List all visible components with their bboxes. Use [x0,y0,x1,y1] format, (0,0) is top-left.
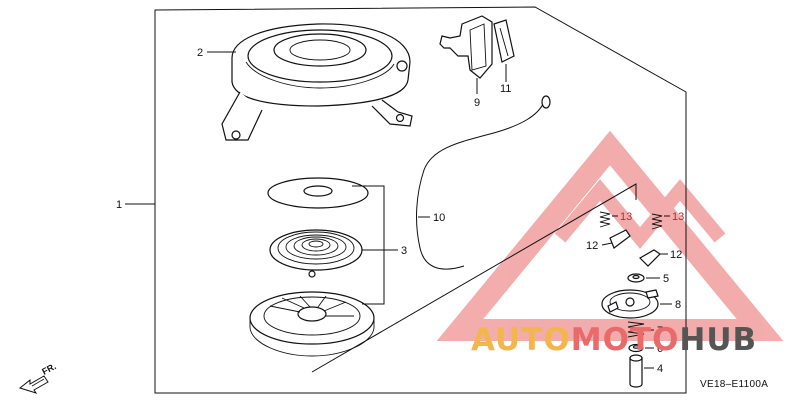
recoil-spring [269,229,363,278]
callout-5: 5 [663,273,669,285]
callout-8: 8 [675,299,681,311]
friction-washer [627,273,645,283]
bracket-3 [352,185,385,305]
callout-7: 7 [657,325,663,337]
callout-4: 4 [657,363,663,375]
callout-6: 6 [657,343,663,355]
friction-plate [601,289,659,319]
callout-12-left: 12 [586,240,598,252]
friction-spring [627,321,645,338]
watermark-text: AUTOMOTOHUB [471,322,757,358]
ratchet-left [609,229,631,249]
callout-11: 11 [500,83,511,95]
assembly-frame [154,6,687,394]
setting-bolt [629,354,643,388]
subassembly-guide [311,183,637,373]
callout-3: 3 [401,245,407,257]
starter-grip [439,15,493,79]
ratchet-spring-right [651,213,663,230]
front-arrow-icon [18,375,49,394]
grip-insert [493,19,515,63]
setting-washer [628,343,644,353]
ratchet-right [639,249,661,267]
starter-reel [249,291,375,357]
starter-rope [416,95,551,270]
callout-13-left: 13 [620,211,632,223]
callout-12-right: 12 [670,249,682,261]
watermark-logo [436,130,784,341]
washer-plate [267,177,369,209]
callout-9: 9 [474,97,480,109]
leader-12a [601,242,613,246]
callout-2: 2 [197,47,203,59]
watermark-part-3: HUB [679,322,757,358]
front-direction-label: FR. [40,361,57,377]
callout-1: 1 [116,199,122,211]
diagram-code: VE18–E1100A [700,379,768,390]
ratchet-spring-left [599,211,611,228]
callout-13-right: 13 [672,211,684,223]
watermark-part-2: MOTO [571,322,680,358]
recoil-cover [221,23,413,141]
callout-10: 10 [433,212,445,224]
watermark-part-1: AUTO [471,322,571,358]
